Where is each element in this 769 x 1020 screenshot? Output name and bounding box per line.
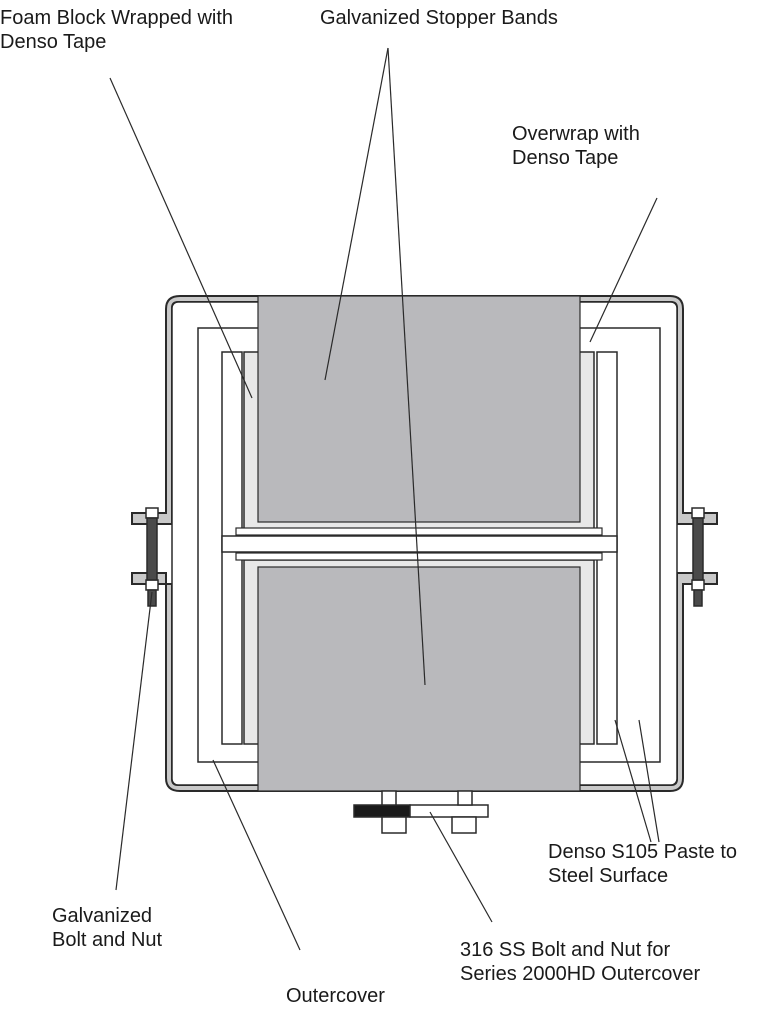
label-ss-bolt-line2: Series 2000HD Outercover bbox=[460, 963, 701, 985]
label-overwrap-line1: Overwrap with bbox=[512, 123, 640, 145]
leader-lines bbox=[109, 47, 660, 951]
label-ss-bolt-line1: 316 SS Bolt and Nut for bbox=[460, 939, 671, 961]
upper-foam-block bbox=[257, 295, 581, 523]
label-galvanized-bolt-line1: Galvanized bbox=[52, 905, 153, 927]
label-outercover-line1: Outercover bbox=[286, 985, 385, 1007]
label-stopper-bands: Galvanized Stopper Bands bbox=[320, 6, 558, 30]
label-foam-block-line1: Foam Block Wrapped with bbox=[0, 7, 234, 29]
label-stopper-bands-line1: Galvanized Stopper Bands bbox=[320, 7, 558, 29]
left-galvanized-bolt bbox=[145, 507, 159, 607]
label-outercover: Outercover bbox=[286, 984, 385, 1008]
label-paste-line2: Steel Surface bbox=[548, 865, 669, 887]
lower-foam-block bbox=[257, 566, 581, 792]
label-ss-bolt: 316 SS Bolt and Nut for Series 2000HD Ou… bbox=[460, 938, 700, 986]
label-paste: Denso S105 Paste to Steel Surface bbox=[548, 840, 737, 888]
upper-stopper-band bbox=[235, 527, 603, 536]
h-web bbox=[221, 535, 618, 553]
label-foam-block: Foam Block Wrapped with Denso Tape bbox=[0, 6, 233, 54]
label-overwrap-line2: Denso Tape bbox=[512, 147, 619, 169]
label-paste-line1: Denso S105 Paste to bbox=[548, 841, 738, 863]
label-galvanized-bolt: Galvanized Bolt and Nut bbox=[52, 904, 162, 952]
label-galvanized-bolt-line2: Bolt and Nut bbox=[52, 929, 163, 951]
label-foam-block-line2: Denso Tape bbox=[0, 31, 107, 53]
ss-bolt-assembly bbox=[353, 790, 489, 834]
label-overwrap: Overwrap with Denso Tape bbox=[512, 122, 640, 170]
lower-stopper-band bbox=[235, 552, 603, 561]
right-galvanized-bolt bbox=[691, 507, 705, 607]
